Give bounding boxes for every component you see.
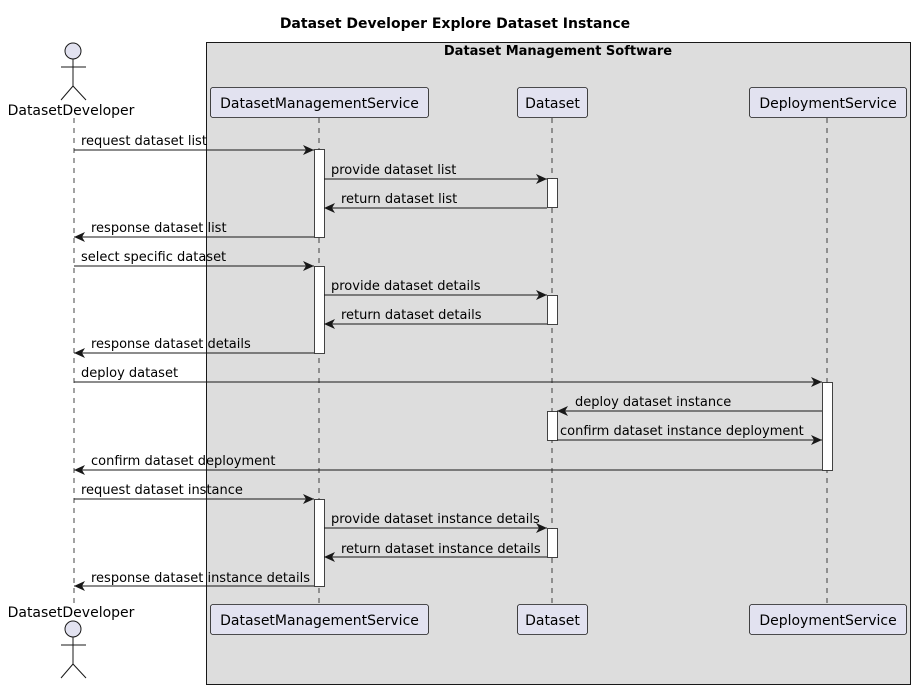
actor-head-icon <box>64 620 82 638</box>
message-return-dataset-list: return dataset list <box>324 192 547 213</box>
message-provide-dataset-list: provide dataset list <box>324 163 547 184</box>
message-label: confirm dataset deployment <box>91 454 275 469</box>
message-label: provide dataset list <box>331 163 456 178</box>
message-label: request dataset list <box>81 134 207 149</box>
message-return-dataset-details: return dataset details <box>324 308 547 329</box>
participant-dep-bottom: DeploymentService <box>749 604 907 635</box>
message-provide-dataset-details: provide dataset details <box>324 279 547 300</box>
message-label: return dataset instance details <box>341 542 541 557</box>
message-deploy-dataset: deploy dataset <box>74 366 822 387</box>
message-label: response dataset details <box>91 337 251 352</box>
activation-bar <box>547 411 558 441</box>
message-confirm-dataset-instance-deployment: confirm dataset instance deployment <box>557 424 822 445</box>
actor-top: DatasetDeveloper <box>8 42 135 119</box>
actor-label-bottom: DatasetDeveloper <box>8 605 135 621</box>
message-label: provide dataset details <box>331 279 481 294</box>
message-request-dataset-list: request dataset list <box>74 134 314 155</box>
message-label: return dataset details <box>341 308 482 323</box>
system-boundary-title: Dataset Management Software <box>444 44 672 59</box>
message-provide-dataset-instance-details: provide dataset instance details <box>324 512 547 533</box>
participant-label: DeploymentService <box>759 96 896 112</box>
message-confirm-dataset-deployment: confirm dataset deployment <box>74 454 822 475</box>
participant-ds-bottom: Dataset <box>517 604 588 635</box>
message-label: response dataset list <box>91 221 227 236</box>
message-label: confirm dataset instance deployment <box>560 424 804 439</box>
activation-bar <box>547 528 558 558</box>
diagram-title: Dataset Developer Explore Dataset Instan… <box>280 16 630 32</box>
message-request-dataset-instance: request dataset instance <box>74 483 314 504</box>
message-label: deploy dataset instance <box>575 395 731 410</box>
message-label: provide dataset instance details <box>331 512 540 527</box>
participant-label: DatasetManagementService <box>220 613 419 629</box>
participant-label: DatasetManagementService <box>220 96 419 112</box>
message-response-dataset-instance-details: response dataset instance details <box>74 571 314 591</box>
participant-dms-top: DatasetManagementService <box>210 87 429 118</box>
system-boundary-box <box>206 42 911 685</box>
message-response-dataset-details: response dataset details <box>74 337 314 358</box>
activation-bar <box>547 178 558 208</box>
message-label: response dataset instance details <box>91 571 310 586</box>
activation-bar <box>314 266 325 354</box>
participant-label: DeploymentService <box>759 613 896 629</box>
participant-dep-top: DeploymentService <box>749 87 907 118</box>
activation-bar <box>822 382 833 471</box>
message-response-dataset-list: response dataset list <box>74 221 314 242</box>
message-label: return dataset list <box>341 192 457 207</box>
actor-label-top: DatasetDeveloper <box>8 103 135 119</box>
participant-ds-top: Dataset <box>517 87 588 118</box>
message-select-specific-dataset: select specific dataset <box>74 250 314 271</box>
participant-label: Dataset <box>525 96 580 112</box>
participant-dms-bottom: DatasetManagementService <box>210 604 429 635</box>
message-label: deploy dataset <box>81 366 178 381</box>
actor-bottom: DatasetDeveloper <box>8 605 135 679</box>
message-deploy-dataset-instance: deploy dataset instance <box>557 395 822 416</box>
message-label: request dataset instance <box>81 483 243 498</box>
message-return-dataset-instance-details: return dataset instance details <box>324 542 547 562</box>
participant-label: Dataset <box>525 613 580 629</box>
activation-bar <box>314 499 325 587</box>
activation-bar <box>547 295 558 325</box>
actor-head-icon <box>64 42 82 60</box>
activation-bar <box>314 149 325 238</box>
message-label: select specific dataset <box>81 250 226 265</box>
